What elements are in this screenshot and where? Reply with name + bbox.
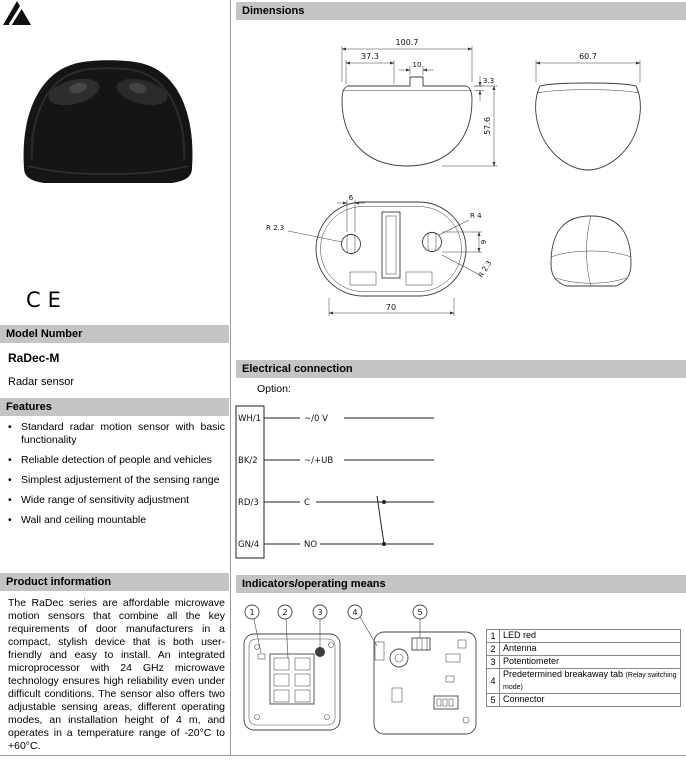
callout-2: 2 <box>277 604 293 659</box>
legend-label: Connector <box>503 694 545 704</box>
legend-row: 4 Predetermined breakaway tab (Relay swi… <box>486 668 681 694</box>
bullet-icon: • <box>8 421 12 433</box>
legend-num: 5 <box>486 693 500 707</box>
terminal-pin: BK/2 <box>238 456 258 466</box>
column-divider <box>230 0 231 756</box>
side-view: 60.7 <box>535 52 641 171</box>
terminal-pin: GN/4 <box>238 540 259 550</box>
section-header-product-information: Product information <box>0 573 229 591</box>
legend-row: 5 Connector <box>486 693 681 707</box>
perspective-view <box>550 215 632 287</box>
pcb-front-view <box>243 633 341 731</box>
bottom-view: 6 R 2.3 R 4 9 R 2.3 70 <box>266 194 493 316</box>
bullet-icon: • <box>8 454 12 466</box>
legend-label: Antenna <box>503 643 537 653</box>
bullet-icon: • <box>8 514 12 526</box>
svg-text:2: 2 <box>282 608 287 617</box>
terminal-signal: ~/0 V <box>304 414 328 424</box>
brand-logo-icon <box>3 1 31 26</box>
legend-num: 2 <box>486 642 500 656</box>
legend-num: 1 <box>486 629 500 643</box>
legend-row: 2 Antenna <box>486 642 681 656</box>
ce-mark: CE <box>26 288 68 312</box>
dimensions-drawing: 100.7 37.3 10 3.3 57.6 <box>266 38 641 316</box>
callout-3: 3 <box>312 604 328 647</box>
dim-slot-width: 6 <box>349 194 354 202</box>
indicators-drawing: 1 2 3 4 5 <box>243 604 477 735</box>
dim-base-width: 70 <box>386 303 396 312</box>
connector-part <box>411 637 431 651</box>
legend-num: 3 <box>486 655 500 669</box>
dim-radius-left: R 2.3 <box>266 224 284 232</box>
dim-slot-offset: 9 <box>480 240 488 244</box>
feature-text: Wall and ceiling mountable <box>21 514 147 526</box>
section-header-electrical-connection: Electrical connection <box>236 360 686 378</box>
front-view: 100.7 37.3 10 3.3 57.6 <box>341 38 498 167</box>
feature-text: Reliable detection of people and vehicle… <box>21 454 212 466</box>
dim-side-width: 60.7 <box>579 52 597 61</box>
svg-text:3: 3 <box>317 608 322 617</box>
product-photo <box>23 60 193 183</box>
legend-num: 4 <box>486 668 500 694</box>
features-list: • Standard radar motion sensor with basic… <box>8 421 225 534</box>
feature-item: • Standard radar motion sensor with basic… <box>8 421 225 447</box>
section-header-indicators: Indicators/operating means <box>236 575 686 593</box>
dim-radius-bottom: R 2.3 <box>477 259 493 279</box>
feature-text: Wide range of sensitivity adjustment <box>21 494 190 506</box>
svg-text:1: 1 <box>249 608 254 617</box>
model-description: Radar sensor <box>8 376 75 388</box>
terminal-signal: ~/+UB <box>304 456 333 466</box>
terminal-pin: RD/3 <box>238 498 259 508</box>
indicators-legend-table: 1 LED red 2 Antenna 3 Potentiometer 4 Pr… <box>486 629 681 707</box>
legend-row: 3 Potentiometer <box>486 655 681 669</box>
potentiometer-part <box>315 647 325 657</box>
terminal-signal: C <box>304 498 310 508</box>
breakaway-tab-part <box>374 641 385 661</box>
section-header-dimensions: Dimensions <box>236 2 686 20</box>
feature-text: Simplest adjustement of the sensing rang… <box>21 474 220 486</box>
callout-4: 4 <box>347 604 378 647</box>
svg-text:4: 4 <box>352 608 357 617</box>
dim-tab-width: 10 <box>413 61 422 69</box>
dim-total-height: 57.6 <box>483 117 492 135</box>
svg-text:5: 5 <box>417 608 422 617</box>
callout-1: 1 <box>244 604 262 654</box>
wiring-diagram: WH/1 ~/0 V BK/2 ~/+UB RD/3 C GN/4 NO <box>235 405 434 559</box>
led-part <box>257 653 266 660</box>
terminal-pin: WH/1 <box>238 414 261 424</box>
feature-item: • Reliable detection of people and vehicl… <box>8 454 225 467</box>
pcb-back-view <box>373 631 477 735</box>
antenna-part <box>269 653 315 705</box>
legend-row: 1 LED red <box>486 629 681 643</box>
legend-note: (Relay switching mode) <box>503 672 677 691</box>
callout-5: 5 <box>412 604 428 638</box>
terminal-signal: NO <box>304 540 317 550</box>
feature-item: • Wall and ceiling mountable <box>8 514 225 527</box>
dim-cap-height: 3.3 <box>483 77 494 85</box>
dim-radius-right: R 4 <box>470 212 482 220</box>
relay-contact-symbol <box>376 495 386 546</box>
section-header-features: Features <box>0 398 229 416</box>
product-information-text: The RaDec series are affordable microwav… <box>8 597 225 752</box>
legend-label: Potentiometer <box>503 656 560 666</box>
legend-label: LED red <box>503 630 537 640</box>
legend-label: Predetermined breakaway tab <box>503 669 626 679</box>
feature-item: • Simplest adjustement of the sensing ran… <box>8 474 225 487</box>
footer-divider <box>0 755 686 756</box>
model-number: RaDec-M <box>8 351 60 365</box>
dim-total-width: 100.7 <box>396 38 419 47</box>
bullet-icon: • <box>8 474 12 486</box>
dim-inner-width: 37.3 <box>361 52 379 61</box>
feature-item: • Wide range of sensitivity adjustment <box>8 494 225 507</box>
feature-text: Standard radar motion sensor with basic … <box>21 421 225 446</box>
section-header-model-number: Model Number <box>0 325 229 343</box>
option-label: Option: <box>257 383 291 395</box>
bullet-icon: • <box>8 494 12 506</box>
